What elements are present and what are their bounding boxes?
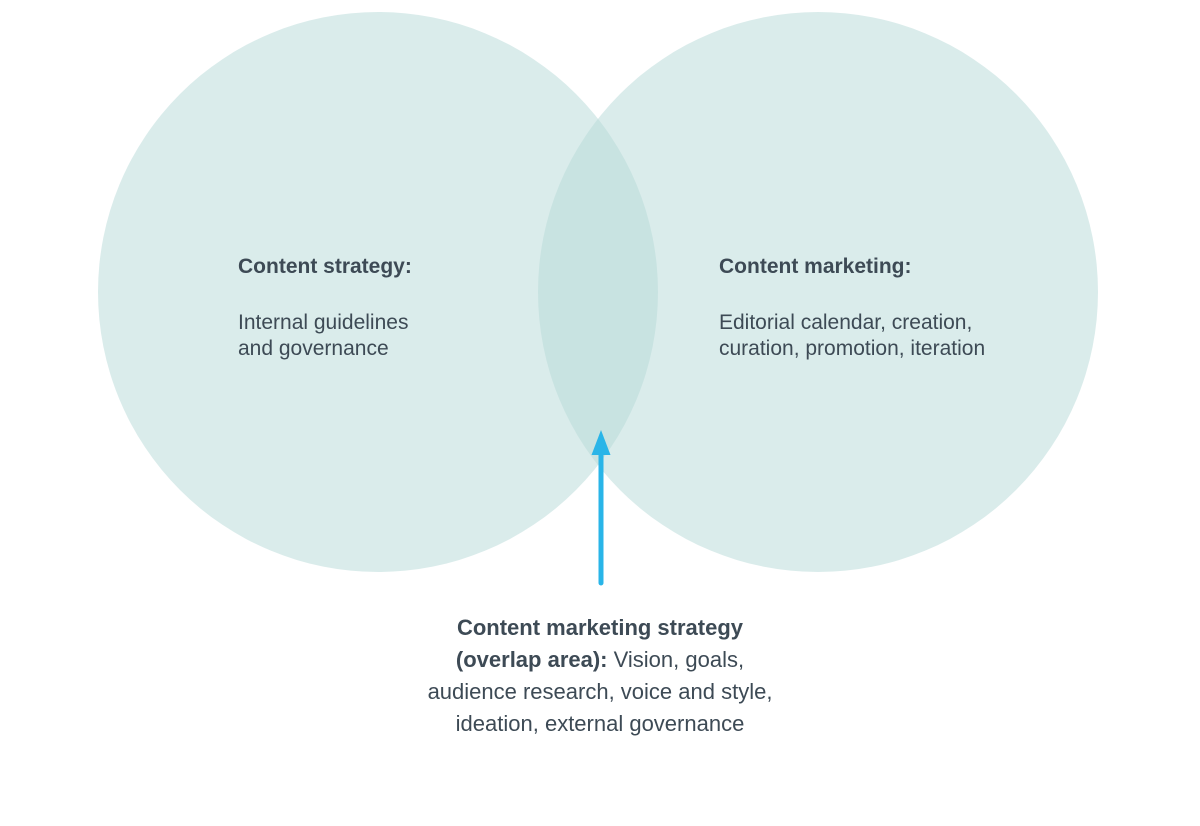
left-circle-body: Internal guidelines and governance (238, 311, 409, 360)
overlap-caption-bold: Content marketing strategy (overlap area… (455, 615, 744, 672)
overlap-caption-regular: Vision, goals, audience research, voice … (427, 647, 773, 736)
left-circle-heading: Content strategy: (238, 255, 412, 278)
overlap-caption: Content marketing strategy (overlap area… (0, 612, 1200, 740)
right-circle-body: Editorial calendar, creation, curation, … (719, 311, 986, 360)
right-circle-label: Content marketing: Editorial calendar, c… (719, 228, 985, 388)
right-circle (538, 12, 1098, 572)
arrow-up-icon (591, 430, 611, 586)
left-circle-label: Content strategy: Internal guidelines an… (238, 228, 412, 388)
right-circle-heading: Content marketing: (719, 255, 912, 278)
